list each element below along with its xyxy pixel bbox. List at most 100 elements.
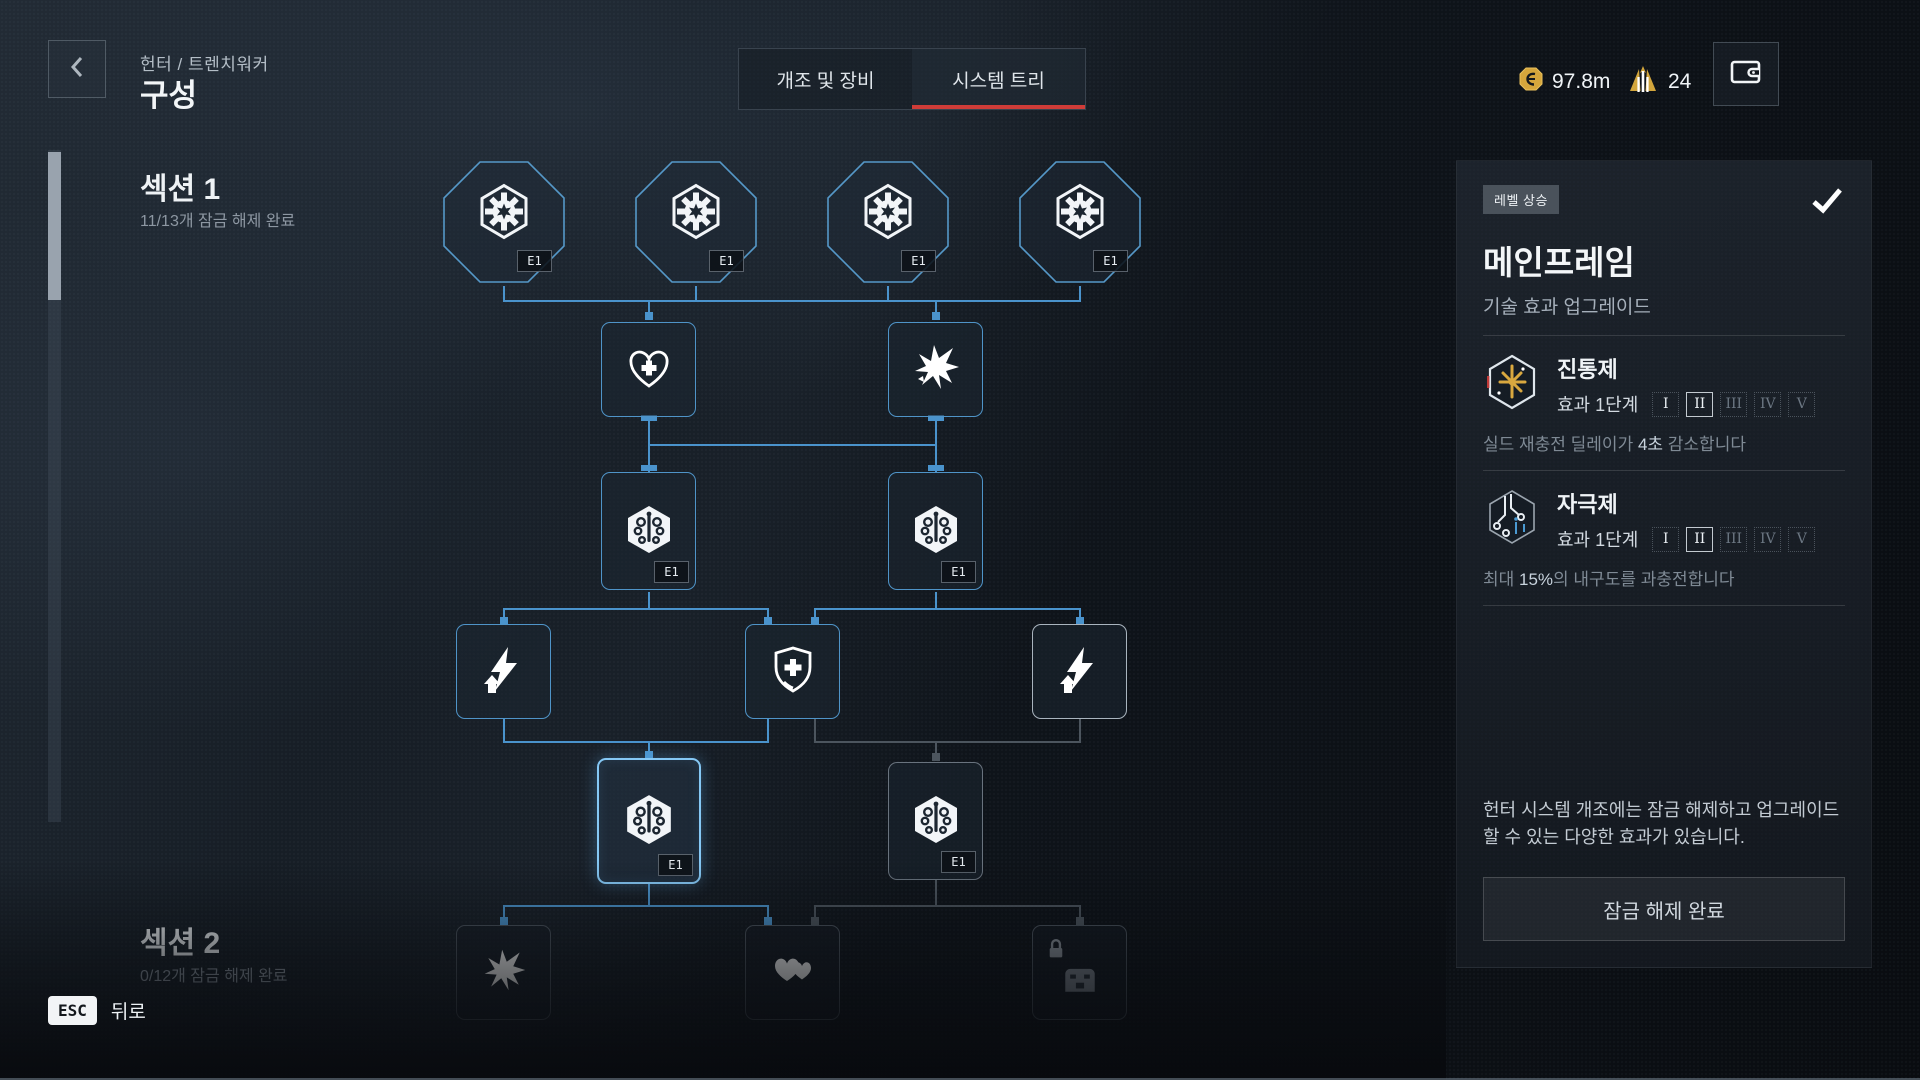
level-pip-5: V <box>1788 391 1816 417</box>
tree-scrollbar-track[interactable] <box>48 150 61 822</box>
tab-bar: 개조 및 장비 시스템 트리 <box>738 48 1086 110</box>
effect-level-label: 효과 1단계 <box>1557 530 1639 550</box>
level-pip-4: IV <box>1754 391 1782 417</box>
section-1-title: 섹션 1 <box>140 173 221 206</box>
effect-level-row: 효과 1단계 I II III IV V <box>1557 391 1816 417</box>
lightning-upgrade-icon <box>1055 644 1105 699</box>
node-level-badge: E1 <box>941 561 976 583</box>
effect-name: 진통제 <box>1557 357 1618 382</box>
tab-system-tree[interactable]: 시스템 트리 <box>912 49 1085 109</box>
tree-node-heal[interactable] <box>601 322 696 417</box>
effect-item: 자극제 효과 1단계 I II III IV V 최대 15%의 내구도를 과충… <box>1483 487 1845 606</box>
gear-star-icon <box>859 183 917 246</box>
tokens-value: 24 <box>1668 70 1692 93</box>
wallet-icon <box>1729 57 1763 92</box>
divider <box>1483 605 1845 606</box>
page-title: 구성 <box>140 78 198 113</box>
tokens-counter: 24 <box>1626 64 1691 100</box>
tree-node-mainframe-selected[interactable]: E1 <box>597 758 701 884</box>
back-button[interactable] <box>48 40 106 98</box>
credits-value: 97.8m <box>1552 70 1611 93</box>
gold-coin-icon <box>1518 66 1544 98</box>
back-shortcut[interactable]: ESC 뒤로 <box>48 996 146 1025</box>
node-level-badge: E1 <box>941 851 976 873</box>
tree-node-locked-chest[interactable] <box>1032 925 1127 1020</box>
chevron-left-icon <box>64 52 90 87</box>
level-pip-1: I <box>1652 391 1680 417</box>
tree-node-power-right[interactable] <box>1032 624 1127 719</box>
tree-node-mainframe-locked[interactable]: E1 <box>888 762 983 880</box>
shield-cross-icon <box>768 644 818 699</box>
node-level-badge: E1 <box>658 854 693 876</box>
panel-info-text: 헌터 시스템 개조에는 잠금 해제하고 업그레이드할 수 있는 다양한 효과가 … <box>1483 800 1840 847</box>
active-tab-underline <box>912 105 1085 109</box>
level-pip-5: V <box>1788 526 1816 552</box>
effect-level-row: 효과 1단계 I II III IV V <box>1557 526 1816 552</box>
gear-star-icon <box>667 183 725 246</box>
panel-subtitle: 기술 효과 업그레이드 <box>1483 292 1845 336</box>
level-pip-3: III <box>1720 526 1748 552</box>
level-pip-4: IV <box>1754 526 1782 552</box>
breadcrumb: 헌터 / 트렌치워커 <box>140 55 269 74</box>
padlock-icon <box>1045 936 1067 965</box>
node-level-badge: E1 <box>901 250 936 272</box>
tab-label: 시스템 트리 <box>952 70 1045 92</box>
tree-node-core-3[interactable]: E1 <box>824 158 952 286</box>
armor-chest-icon <box>1058 959 1102 1000</box>
esc-key-badge: ESC <box>48 996 97 1025</box>
tree-node-burst[interactable] <box>888 322 983 417</box>
divider <box>1483 470 1845 471</box>
level-pip-3: III <box>1720 391 1748 417</box>
effect-description: 최대 15%의 내구도를 과충전합니다 <box>1483 570 1735 589</box>
tree-node-core-1[interactable]: E1 <box>440 158 568 286</box>
effect-item: 진통제 효과 1단계 I II III IV V 실드 재충전 딜레이가 4초 … <box>1483 352 1845 471</box>
section-2-title: 섹션 2 <box>140 927 221 960</box>
tree-node-twin-hearts[interactable] <box>745 925 840 1020</box>
tech-brain-icon <box>624 504 674 559</box>
gear-star-icon <box>1051 183 1109 246</box>
section-2-progress: 0/12개 잠금 해제 완료 <box>140 968 288 985</box>
tree-scrollbar-thumb[interactable] <box>48 152 61 300</box>
unlock-complete-button[interactable]: 잠금 해제 완료 <box>1483 877 1845 941</box>
tree-node-core-4[interactable]: E1 <box>1016 158 1144 286</box>
tree-node-shield[interactable] <box>745 624 840 719</box>
level-up-badge: 레벨 상승 <box>1483 185 1559 214</box>
stimulant-hex-icon <box>1483 488 1541 551</box>
node-level-badge: E1 <box>709 250 744 272</box>
tab-mods-equipment[interactable]: 개조 및 장비 <box>739 49 912 109</box>
effect-description: 실드 재충전 딜레이가 4초 감소합니다 <box>1483 435 1746 454</box>
gear-star-icon <box>475 183 533 246</box>
node-level-badge: E1 <box>517 250 552 272</box>
tech-brain-icon <box>623 793 675 850</box>
detail-panel: 레벨 상승 메인프레임 기술 효과 업그레이드 <box>1456 160 1872 968</box>
lightning-upgrade-icon <box>479 644 529 699</box>
painkiller-hex-icon <box>1483 353 1541 416</box>
wallet-button[interactable] <box>1713 42 1779 106</box>
tree-node-mainframe-left[interactable]: E1 <box>601 472 696 590</box>
node-level-badge: E1 <box>654 561 689 583</box>
level-pip-2: II <box>1686 526 1714 552</box>
explosion-icon <box>910 341 962 398</box>
heart-cross-icon <box>623 341 675 398</box>
twin-hearts-icon <box>769 946 817 999</box>
tree-node-mainframe-right[interactable]: E1 <box>888 472 983 590</box>
section-1-progress: 11/13개 잠금 해제 완료 <box>140 213 296 230</box>
node-level-badge: E1 <box>1093 250 1128 272</box>
tech-brain-icon <box>911 794 961 849</box>
esc-action-label: 뒤로 <box>110 1002 146 1023</box>
credits-counter: 97.8m <box>1518 66 1610 98</box>
panel-title: 메인프레임 <box>1483 244 1635 281</box>
tech-brain-icon <box>911 504 961 559</box>
effect-level-label: 효과 1단계 <box>1557 395 1639 415</box>
tree-node-burst-2[interactable] <box>456 925 551 1020</box>
gold-wings-icon <box>1626 64 1660 100</box>
checkmark-icon <box>1809 185 1845 220</box>
tree-node-power-left[interactable] <box>456 624 551 719</box>
level-pip-1: I <box>1652 526 1680 552</box>
tree-node-core-2[interactable]: E1 <box>632 158 760 286</box>
tab-label: 개조 및 장비 <box>776 70 875 92</box>
effect-name: 자극제 <box>1557 492 1618 517</box>
bottom-edge-line <box>0 1078 1920 1080</box>
level-pip-2: II <box>1686 391 1714 417</box>
